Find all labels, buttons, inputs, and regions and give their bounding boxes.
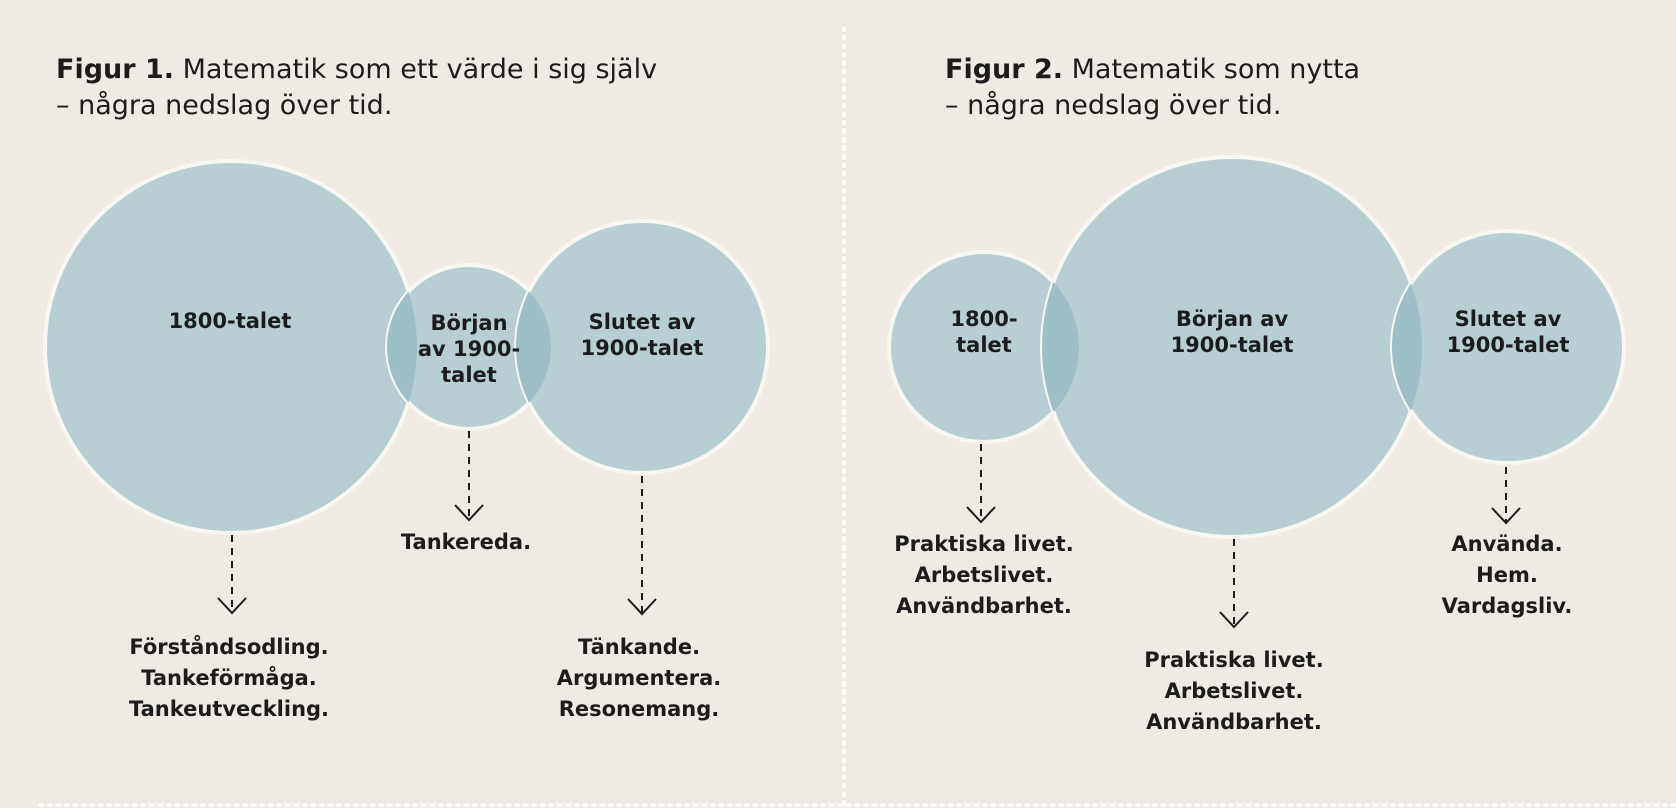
fig2-label-early-1900: Början av 1900-talet bbox=[1170, 307, 1294, 357]
figure-1-label: Figur 1. bbox=[56, 54, 175, 85]
fig1-label-1800: 1800-talet bbox=[168, 309, 292, 333]
fig1-desc-early-1900: Tankereda. bbox=[400, 530, 532, 554]
fig1-arrow-late-1900 bbox=[627, 476, 657, 616]
figure-1-title-line1: Matematik som ett värde i sig själv bbox=[182, 54, 658, 85]
fig2-arrow-early-1900 bbox=[1219, 539, 1249, 629]
fig2-label-1800: 1800- talet bbox=[950, 307, 1018, 357]
fig2-desc-early-1900: Praktiska livet. Arbetslivet. Användbarh… bbox=[1144, 648, 1324, 734]
figure-2-title-line2: – några nedslag över tid. bbox=[945, 90, 1282, 121]
fig2-arrow-late-1900 bbox=[1491, 467, 1521, 525]
fig2-desc-late-1900: Använda. Hem. Vardagsliv. bbox=[1441, 532, 1573, 618]
fig1-desc-late-1900: Tänkande. Argumentera. Resonemang. bbox=[556, 635, 722, 721]
fig2-arrow-1800 bbox=[966, 444, 996, 524]
fig1-arrow-early-1900 bbox=[454, 431, 484, 522]
fig1-label-late-1900: Slutet av 1900-talet bbox=[580, 310, 704, 360]
figure-2-title: Figur 2. Matematik som nytta – några ned… bbox=[945, 52, 1360, 124]
fig2-label-late-1900: Slutet av 1900-talet bbox=[1446, 307, 1570, 357]
fig1-circle-1800 bbox=[43, 159, 419, 535]
figure-1-title-line2: – några nedslag över tid. bbox=[56, 90, 393, 121]
figure-2-label: Figur 2. bbox=[945, 54, 1064, 85]
figure-2-title-line1: Matematik som nytta bbox=[1071, 54, 1361, 85]
fig1-desc-1800: Förståndsodling. Tankeförmåga. Tankeutve… bbox=[128, 635, 330, 721]
fig2-desc-1800: Praktiska livet. Arbetslivet. Användbarh… bbox=[894, 532, 1074, 618]
figure-1-title: Figur 1. Matematik som ett värde i sig s… bbox=[56, 52, 657, 124]
fig1-label-early-1900: Början av 1900- talet bbox=[417, 311, 521, 387]
fig1-arrow-1800 bbox=[217, 535, 247, 615]
